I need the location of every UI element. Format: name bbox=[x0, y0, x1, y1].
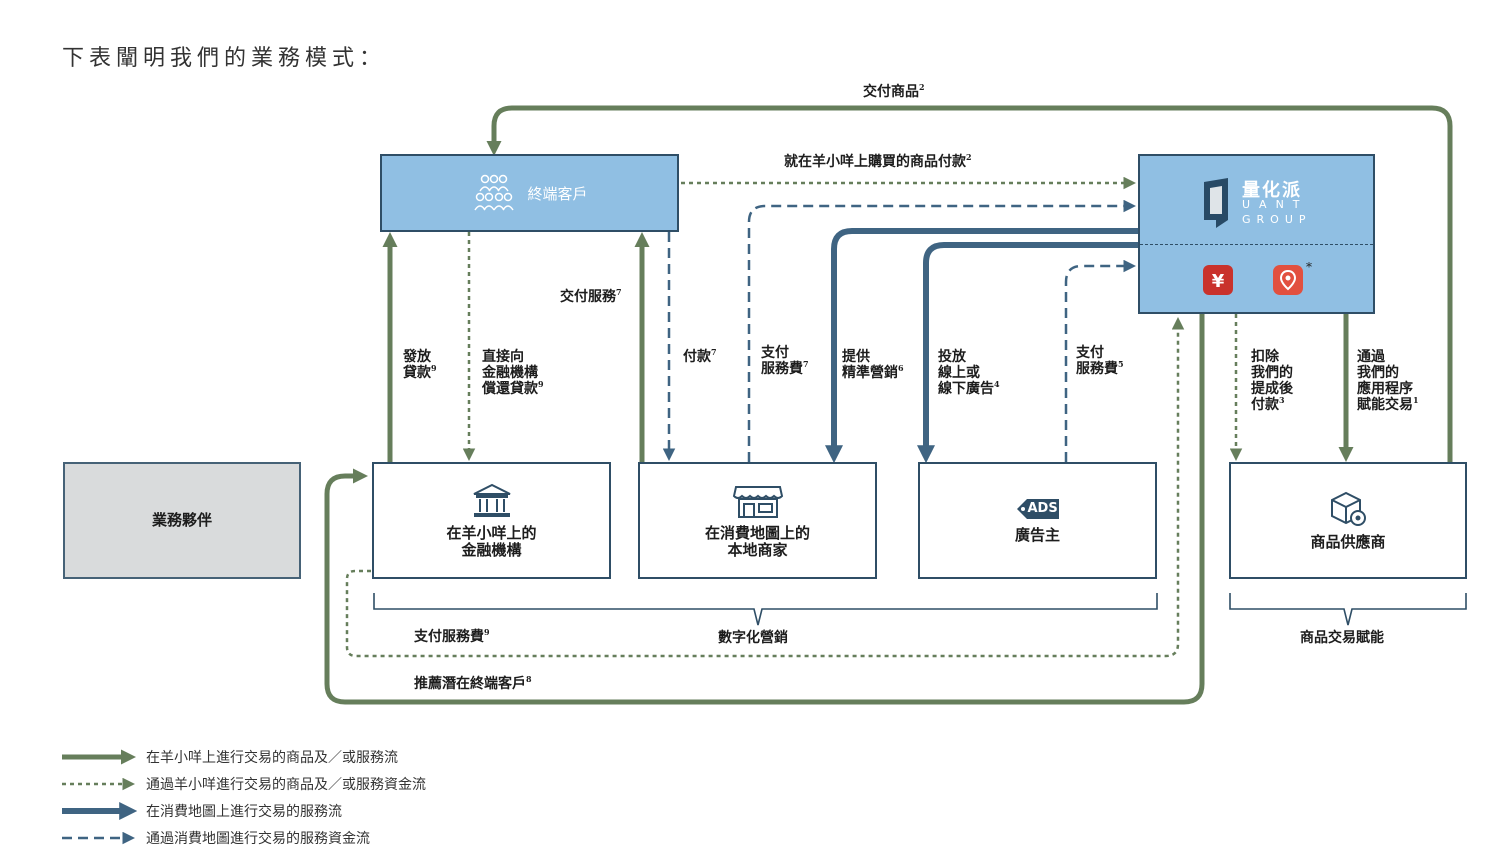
advertisers-label: 廣告主 bbox=[1014, 526, 1060, 544]
business-partners-node: 業務夥伴 bbox=[63, 462, 301, 579]
legend-item-solid-blue: 在消費地圖上進行交易的服務流 bbox=[146, 804, 342, 820]
label-loan: 發放 貸款9 bbox=[403, 349, 437, 381]
label-merchant-fee: 支付 服務費7 bbox=[761, 345, 809, 377]
label-adv-fee: 支付 服務費5 bbox=[1076, 345, 1124, 377]
suppliers-node: 商品供應商 bbox=[1229, 462, 1467, 579]
flow-adv-fee bbox=[1064, 259, 1136, 462]
group-trade-empower: 商品交易賦能 bbox=[1300, 630, 1384, 646]
page-heading: 下表闡明我們的業務模式： bbox=[62, 46, 387, 71]
label-deduct: 扣除 我們的 提成後 付款3 bbox=[1251, 349, 1293, 413]
quant-group-cn: 量化派 bbox=[1242, 180, 1302, 201]
package-gear-icon bbox=[1331, 491, 1366, 526]
local-merchants-node: 在消費地圖上的 本地商家 bbox=[638, 462, 877, 579]
quant-group-en-1: UANT bbox=[1242, 198, 1309, 211]
advertisers-node: ADS 廣告主 bbox=[918, 462, 1157, 579]
financial-institutions-label: 在羊小咩上的 金融機構 bbox=[446, 523, 537, 559]
storefront-icon bbox=[732, 485, 783, 518]
label-fi-fee: 支付服務費9 bbox=[414, 627, 490, 645]
flow-recommend bbox=[324, 314, 1205, 705]
label-deliver-goods: 交付商品2 bbox=[863, 82, 925, 100]
flow-precision-marketing bbox=[825, 228, 1138, 464]
label-repay: 直接向 金融機構 償還貸款9 bbox=[482, 349, 544, 397]
label-app-empower: 通過 我們的 應用程序 賦能交易1 bbox=[1357, 349, 1419, 413]
flow-merchant-fee bbox=[747, 199, 1136, 462]
bracket-trade-empower bbox=[1229, 593, 1467, 626]
quant-q-icon bbox=[1204, 178, 1228, 228]
end-customer-label: 終端客戶 bbox=[527, 184, 588, 203]
local-merchants-label: 在消費地圖上的 本地商家 bbox=[704, 523, 810, 559]
label-deliver-service: 交付服務7 bbox=[560, 287, 622, 305]
quant-group-logo: 量化派 UANT GROUP bbox=[1202, 176, 1322, 230]
flow-fi-fee bbox=[345, 317, 1185, 658]
quant-group-en-2: GROUP bbox=[1242, 213, 1312, 226]
label-pay-goods: 就在羊小咩上購買的商品付款2 bbox=[784, 152, 972, 170]
people-group-icon bbox=[474, 174, 515, 211]
flow-ads bbox=[917, 242, 1138, 464]
end-customer-node: 終端客戶 bbox=[380, 154, 679, 232]
group-digital-marketing: 數字化營銷 bbox=[718, 630, 788, 646]
bracket-digital-marketing bbox=[373, 593, 1158, 626]
asterisk-note: * bbox=[1306, 260, 1312, 274]
legend-item-dashed-blue: 通過消費地圖進行交易的服務資金流 bbox=[146, 831, 370, 847]
financial-institutions-node: 在羊小咩上的 金融機構 bbox=[372, 462, 611, 579]
bank-icon bbox=[473, 483, 510, 517]
label-payment: 付款7 bbox=[683, 347, 717, 365]
label-recommend: 推薦潛在終端客戶8 bbox=[414, 674, 532, 692]
consumption-map-app-icon bbox=[1273, 265, 1303, 295]
label-precision-marketing: 提供 精準營銷6 bbox=[842, 349, 904, 381]
suppliers-label: 商品供應商 bbox=[1310, 533, 1386, 551]
legend-item-solid-green: 在羊小咩上進行交易的商品及／或服務流 bbox=[146, 750, 398, 766]
legend-item-dotted-green: 通過羊小咩進行交易的商品及／或服務資金流 bbox=[146, 777, 426, 793]
yangxiaomie-app-icon: ¥ bbox=[1203, 265, 1233, 295]
ads-tag-label: ADS bbox=[1027, 501, 1058, 516]
flow-deliver-goods bbox=[486, 105, 1453, 462]
svg-text:¥: ¥ bbox=[1212, 271, 1225, 292]
business-partners-label: 業務夥伴 bbox=[151, 511, 212, 529]
label-ads: 投放 線上或 線下廣告4 bbox=[938, 349, 1000, 397]
quant-group-node: 量化派 UANT GROUP ¥ * bbox=[1138, 154, 1375, 314]
ads-tag-icon: ADS bbox=[1015, 497, 1061, 521]
